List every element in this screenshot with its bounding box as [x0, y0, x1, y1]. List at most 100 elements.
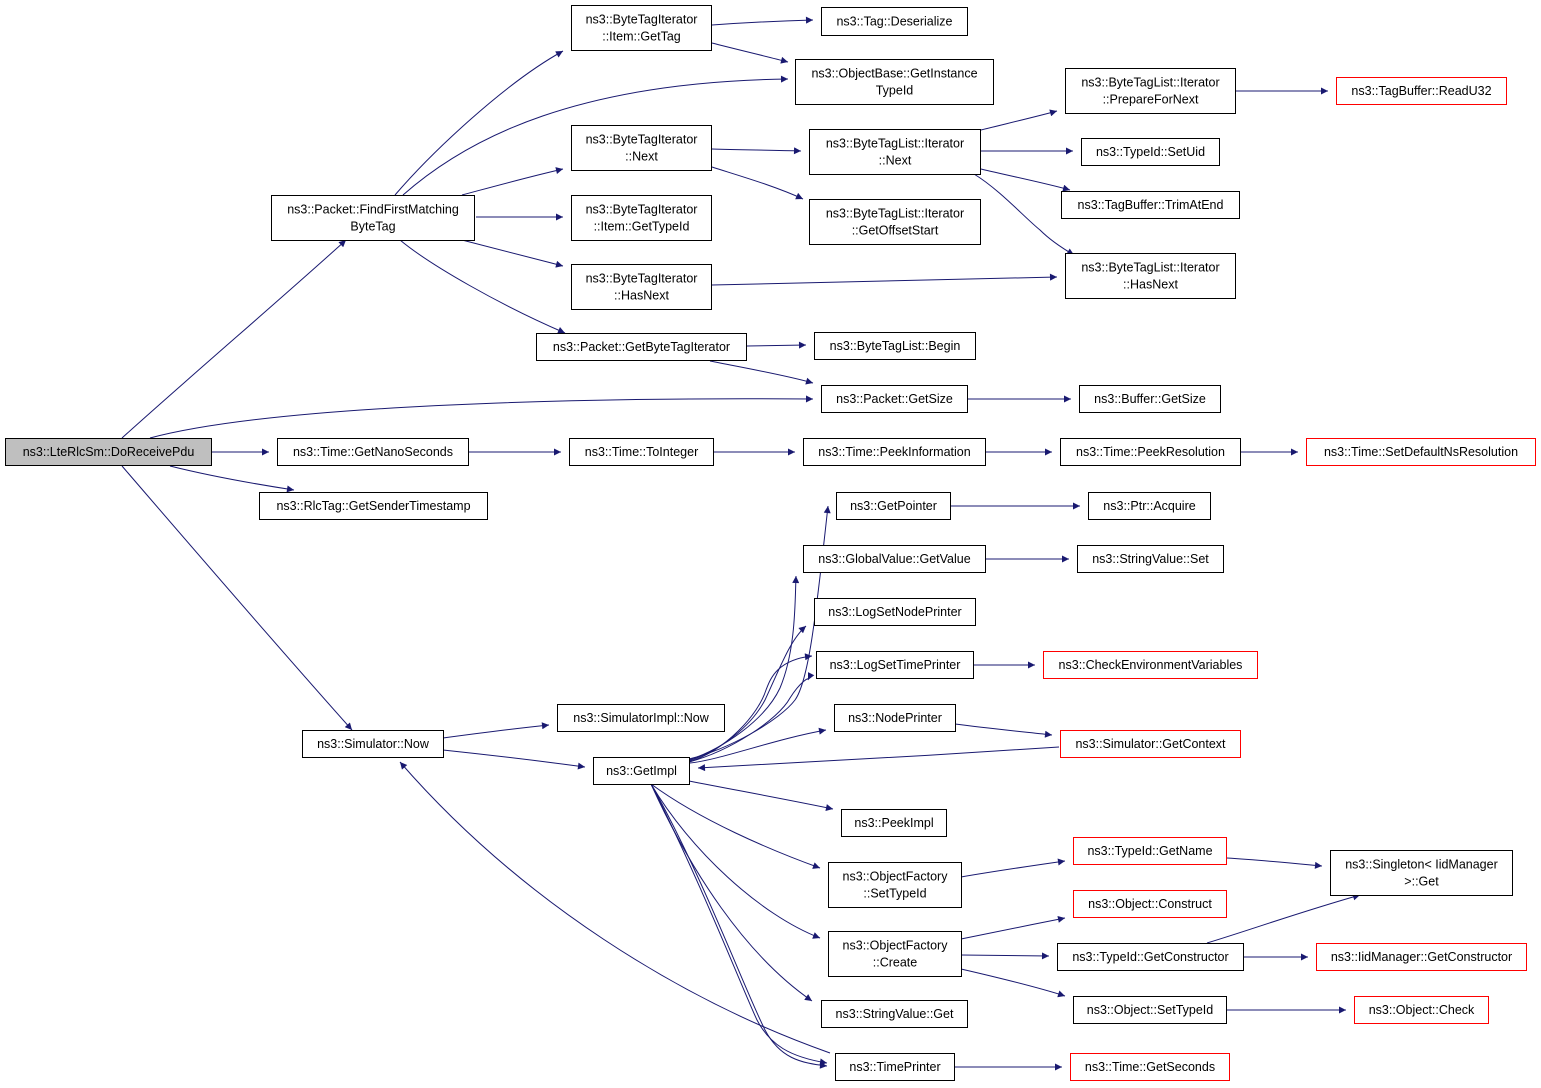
call-edge	[980, 168, 1071, 192]
node-box	[536, 333, 747, 361]
node-stringvalue-get[interactable]: ns3::StringValue::Get	[821, 1000, 968, 1028]
node-bti-hasnext[interactable]: ns3::ByteTagIterator::HasNext	[571, 264, 712, 310]
node-label: ns3::CheckEnvironmentVariables	[1059, 658, 1243, 672]
node-buffer-getsize[interactable]: ns3::Buffer::GetSize	[1079, 385, 1221, 413]
node-getimpl[interactable]: ns3::GetImpl	[593, 757, 690, 785]
node-bti-item-gettag[interactable]: ns3::ByteTagIterator::Item::GetTag	[571, 5, 712, 51]
node-simulator-now[interactable]: ns3::Simulator::Now	[302, 730, 444, 758]
node-object-check[interactable]: ns3::Object::Check	[1354, 996, 1489, 1024]
node-label: ::Item::GetTag	[602, 30, 681, 44]
node-typeid-getname[interactable]: ns3::TypeId::GetName	[1073, 837, 1227, 865]
node-bti-item-gettypeid[interactable]: ns3::ByteTagIterator::Item::GetTypeId	[571, 195, 712, 241]
node-getpointer[interactable]: ns3::GetPointer	[836, 492, 951, 520]
node-stringvalue-set[interactable]: ns3::StringValue::Set	[1077, 545, 1224, 573]
node-label: ns3::Time::ToInteger	[585, 445, 698, 459]
node-checkenvironmentvariables[interactable]: ns3::CheckEnvironmentVariables	[1043, 651, 1258, 679]
node-label: ns3::StringValue::Set	[1092, 552, 1209, 566]
node-typeid-setuid[interactable]: ns3::TypeId::SetUid	[1081, 138, 1220, 166]
node-label: ns3::StringValue::Get	[836, 1007, 954, 1021]
node-box	[795, 59, 994, 105]
node-label: ns3::ByteTagList::Iterator	[826, 207, 964, 221]
node-label: ns3::ByteTagList::Iterator	[1081, 261, 1219, 275]
node-box	[1060, 438, 1241, 466]
node-box	[814, 332, 976, 360]
node-iidmanager-getconstructor[interactable]: ns3::IidManager::GetConstructor	[1316, 943, 1527, 971]
node-tagbuffer-readu32[interactable]: ns3::TagBuffer::ReadU32	[1336, 77, 1507, 105]
node-label: ns3::Object::SetTypeId	[1087, 1003, 1214, 1017]
node-box	[1065, 68, 1236, 114]
node-label: ns3::Ptr::Acquire	[1103, 499, 1195, 513]
node-simulatorimpl-now[interactable]: ns3::SimulatorImpl::Now	[557, 704, 725, 732]
node-simulator-getcontext[interactable]: ns3::Simulator::GetContext	[1060, 730, 1241, 758]
node-label: ns3::RlcTag::GetSenderTimestamp	[276, 499, 470, 513]
node-box	[816, 651, 974, 679]
node-box	[1316, 943, 1527, 971]
node-label: ns3::Singleton< IidManager	[1345, 858, 1498, 872]
call-edge	[688, 653, 813, 763]
call-edge	[688, 780, 834, 811]
node-logsettimeprinter[interactable]: ns3::LogSetTimePrinter	[816, 651, 974, 679]
node-time-setdefaultnsresolution[interactable]: ns3::Time::SetDefaultNsResolution	[1306, 438, 1536, 466]
node-time-getseconds[interactable]: ns3::Time::GetSeconds	[1070, 1053, 1230, 1081]
node-ptr-acquire[interactable]: ns3::Ptr::Acquire	[1088, 492, 1211, 520]
node-logsetnodeprinter[interactable]: ns3::LogSetNodePrinter	[814, 598, 976, 626]
node-object-construct[interactable]: ns3::Object::Construct	[1073, 890, 1227, 918]
call-edges	[121, 16, 1361, 1071]
node-objectfactory-settypeid[interactable]: ns3::ObjectFactory::SetTypeId	[828, 862, 962, 908]
node-btl-begin[interactable]: ns3::ByteTagList::Begin	[814, 332, 976, 360]
node-do-receive-pdu[interactable]: ns3::LteRlcSm::DoReceivePdu	[5, 438, 212, 466]
node-tagbuffer-trimatend[interactable]: ns3::TagBuffer::TrimAtEnd	[1061, 191, 1240, 219]
node-tag-deserialize[interactable]: ns3::Tag::Deserialize	[821, 7, 968, 36]
node-packet-getsize[interactable]: ns3::Packet::GetSize	[821, 385, 968, 413]
node-label: ns3::LteRlcSm::DoReceivePdu	[23, 445, 195, 459]
node-btl-iter-next[interactable]: ns3::ByteTagList::Iterator::Next	[809, 129, 981, 175]
node-btl-iter-preparefornext[interactable]: ns3::ByteTagList::Iterator::PrepareForNe…	[1065, 68, 1236, 114]
node-objectfactory-create[interactable]: ns3::ObjectFactory::Create	[828, 931, 962, 977]
node-box	[5, 438, 212, 466]
node-box	[835, 1053, 955, 1081]
node-box	[1354, 996, 1489, 1024]
node-time-tointeger[interactable]: ns3::Time::ToInteger	[569, 438, 714, 466]
node-bti-next[interactable]: ns3::ByteTagIterator::Next	[571, 125, 712, 171]
node-btl-iter-hasnext[interactable]: ns3::ByteTagList::Iterator::HasNext	[1065, 253, 1236, 299]
node-box	[1043, 651, 1258, 679]
call-edge	[650, 783, 821, 939]
node-time-peekresolution[interactable]: ns3::Time::PeekResolution	[1060, 438, 1241, 466]
node-peekimpl[interactable]: ns3::PeekImpl	[841, 809, 947, 837]
node-btl-iter-getoffsetstart[interactable]: ns3::ByteTagList::Iterator::GetOffsetSta…	[809, 199, 981, 245]
node-box	[277, 438, 469, 466]
node-box	[1330, 850, 1513, 896]
node-box	[821, 385, 968, 413]
node-timeprinter[interactable]: ns3::TimePrinter	[835, 1053, 955, 1081]
node-label: ns3::ObjectFactory	[843, 870, 949, 884]
node-label: ns3::Buffer::GetSize	[1094, 392, 1206, 406]
node-box	[557, 704, 725, 732]
node-label: ::HasNext	[614, 289, 669, 303]
node-nodeprinter[interactable]: ns3::NodePrinter	[834, 704, 956, 732]
node-label: ns3::Time::GetNanoSeconds	[293, 445, 453, 459]
node-singleton-get[interactable]: ns3::Singleton< IidManager>::Get	[1330, 850, 1513, 896]
node-time-peekinformation[interactable]: ns3::Time::PeekInformation	[803, 438, 986, 466]
node-packet-getbytetagiterator[interactable]: ns3::Packet::GetByteTagIterator	[536, 333, 747, 361]
node-label: ns3::Time::PeekResolution	[1076, 445, 1225, 459]
node-label: ns3::PeekImpl	[854, 816, 933, 830]
node-typeid-getconstructor[interactable]: ns3::TypeId::GetConstructor	[1057, 943, 1244, 971]
call-edge	[960, 858, 1066, 878]
node-label: ::PrepareForNext	[1103, 93, 1199, 107]
node-time-getnanoseconds[interactable]: ns3::Time::GetNanoSeconds	[277, 438, 469, 466]
node-box	[1336, 77, 1507, 105]
node-label: ns3::Time::PeekInformation	[818, 445, 970, 459]
node-rlctag-getsendertimestamp[interactable]: ns3::RlcTag::GetSenderTimestamp	[259, 492, 488, 520]
call-edge	[650, 783, 828, 1069]
node-object-settypeid[interactable]: ns3::Object::SetTypeId	[1073, 996, 1227, 1024]
node-label: ns3::ByteTagIterator	[586, 133, 698, 147]
call-edge	[711, 166, 804, 200]
node-label: ns3::ByteTagIterator	[586, 13, 698, 27]
call-edge	[954, 723, 1053, 738]
call-edge	[461, 239, 564, 268]
node-label: ::Item::GetTypeId	[594, 220, 690, 234]
node-globalvalue-getvalue[interactable]: ns3::GlobalValue::GetValue	[803, 545, 986, 573]
